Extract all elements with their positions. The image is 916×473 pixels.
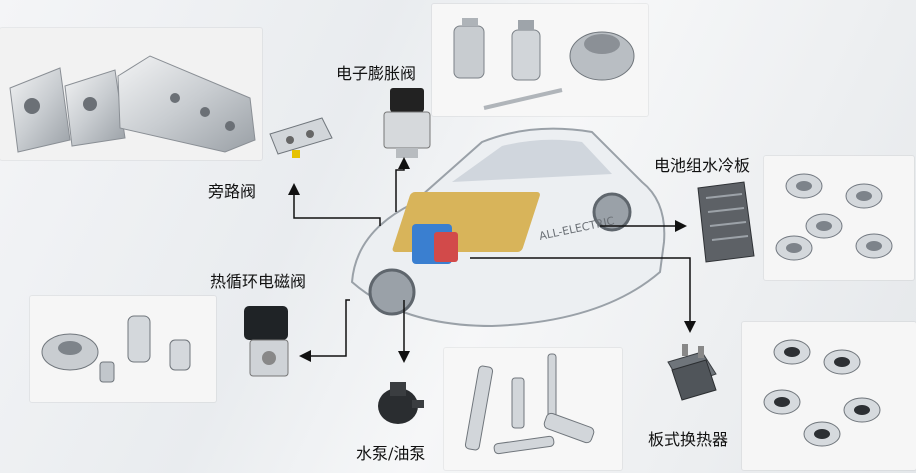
panel-shafts (444, 348, 622, 470)
plate-heat-exchanger-icon (667, 344, 717, 401)
label-plate-heat-exchanger: 板式换热器 (648, 430, 729, 449)
panel-manifold-blocks (0, 28, 262, 160)
fittings-image (453, 18, 635, 110)
panel-fittings (432, 4, 648, 116)
label-thermal-solenoid-valve: 热循环电磁阀 (210, 272, 307, 291)
label-water-oil-pump: 水泵/油泵 (356, 444, 426, 463)
fitting-rings-image (775, 173, 893, 261)
label-bypass-valve: 旁路阀 (208, 182, 257, 201)
bushings-image (763, 339, 881, 447)
expansion-valve-icon (383, 88, 431, 158)
panel-bushings (742, 322, 916, 470)
panel-fitting-rings (764, 156, 914, 280)
manifold-blocks-image (9, 55, 256, 153)
label-electronic-expansion-valve: 电子膨胀阀 (336, 64, 417, 83)
solenoid-valve-icon (244, 306, 289, 377)
pump-icon (378, 382, 424, 424)
electric-car-illustration: ALL-ELECTRIC (350, 127, 666, 328)
cold-plate-icon (697, 181, 755, 263)
shafts-image (464, 353, 595, 455)
label-battery-cold-plate: 电池组水冷板 (654, 156, 751, 175)
bypass-valve-icon (269, 117, 333, 158)
precision-parts-image (41, 315, 191, 383)
panel-precision-parts (30, 296, 216, 402)
